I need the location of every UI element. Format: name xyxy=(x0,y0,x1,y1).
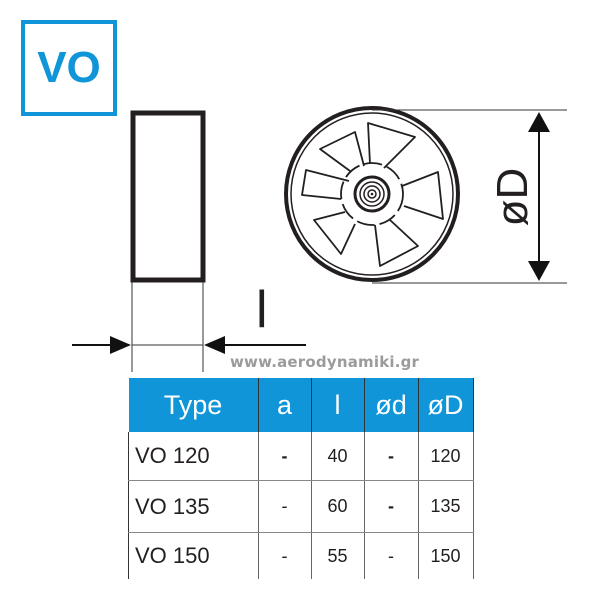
diameter-dimension: øD xyxy=(372,109,567,284)
cell-type: VO 120 xyxy=(128,432,259,481)
column-header-l: l xyxy=(310,378,365,432)
arrow-down-icon xyxy=(528,261,550,281)
fan-hub xyxy=(353,175,391,213)
table-header-row: Type a l ød øD xyxy=(128,378,474,432)
table-row: VO 150 - 55 - 150 xyxy=(128,532,474,579)
cell-d: - xyxy=(363,532,419,579)
column-header-a: a xyxy=(257,378,312,432)
table-row: VO 120 - 40 - 120 xyxy=(128,432,474,481)
length-label: l xyxy=(256,281,268,339)
fan-hub-center xyxy=(367,189,377,199)
fan-hub-dot xyxy=(370,192,374,196)
fan-blade xyxy=(301,169,350,200)
arrow-right-icon xyxy=(110,336,131,354)
website-link[interactable]: www.aerodynamiki.gr xyxy=(230,353,420,371)
cell-D: 150 xyxy=(417,532,474,579)
fan-blade xyxy=(401,171,444,220)
cell-l: 40 xyxy=(310,432,365,481)
arrow-up-icon xyxy=(528,112,550,132)
diameter-label: øD xyxy=(488,168,537,227)
cell-D: 120 xyxy=(417,432,474,481)
fan-blades xyxy=(301,122,444,267)
cell-d: - xyxy=(363,432,419,481)
product-badge-label: VO xyxy=(37,43,101,92)
cell-a: - xyxy=(257,532,312,579)
fan-hub-inner xyxy=(359,181,385,207)
cell-d: - xyxy=(363,480,419,533)
specs-table: Type a l ød øD VO 120 - 40 - 120 VO 135 … xyxy=(128,378,474,579)
column-header-type: Type xyxy=(128,378,259,432)
fan-blade xyxy=(319,131,365,172)
fan-hub-ring xyxy=(340,162,404,226)
cell-l: 55 xyxy=(310,532,365,579)
column-header-D: øD xyxy=(417,378,474,432)
side-view xyxy=(72,110,306,372)
fan-blade xyxy=(374,219,419,267)
product-badge: VO xyxy=(21,20,117,116)
cell-a: - xyxy=(257,432,312,481)
cell-type: VO 135 xyxy=(128,480,259,533)
cell-a: - xyxy=(257,480,312,533)
cell-type: VO 150 xyxy=(128,532,259,579)
cell-D: 135 xyxy=(417,480,474,533)
fan-blade xyxy=(367,122,416,169)
cell-l: 60 xyxy=(310,480,365,533)
column-header-d: ød xyxy=(363,378,419,432)
fan-hub-inner xyxy=(363,185,381,203)
fan-inner-ring xyxy=(290,112,454,276)
side-view-body xyxy=(130,110,206,283)
table-row: VO 135 - 60 - 135 xyxy=(128,480,474,533)
fan-blade xyxy=(313,211,356,255)
fan-outer-ring xyxy=(284,106,460,282)
arrow-left-icon xyxy=(204,336,225,354)
front-view-fan xyxy=(284,106,460,282)
